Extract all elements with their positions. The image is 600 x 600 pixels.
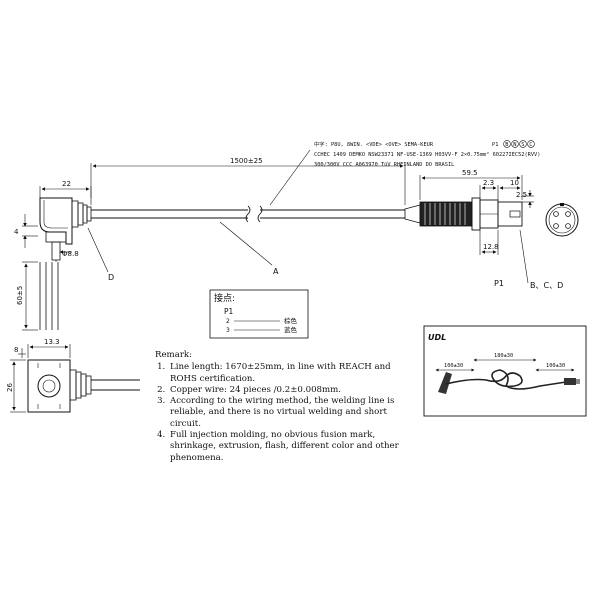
connector-front-view: [545, 203, 579, 237]
callout-p1: P1: [494, 279, 504, 288]
cert-circle-1: B: [505, 142, 508, 148]
marking-line-1-mark: P1: [492, 142, 498, 148]
remark-item-4: Full injection molding, no obvious fusio…: [168, 430, 415, 464]
cert-circle-3: S: [521, 142, 524, 148]
connection-title: 接点:: [214, 292, 235, 304]
connection-port: P1: [224, 307, 234, 316]
photo-dim-2: 180±30: [494, 353, 513, 359]
female-connector: [404, 197, 523, 231]
dim-front-height: 26: [6, 383, 14, 392]
cert-circle-4: C: [529, 142, 532, 148]
marking-leader: [269, 149, 311, 206]
connection-color-2: 蓝色: [284, 325, 298, 334]
dim-2-5: 2.5: [516, 191, 527, 199]
wire-leads: [39, 262, 59, 330]
remarks-list: Line length: 1670±25mm, in line with REA…: [155, 362, 415, 464]
dim-2-3: 2.3: [483, 179, 494, 187]
cable-side-view: [39, 197, 579, 330]
dim-pin-length: 60±5: [16, 286, 24, 305]
dim-front-small: 8: [14, 346, 18, 354]
callout-d: D: [108, 273, 114, 282]
dim-plug-length: 22: [62, 180, 71, 188]
connection-pin-2: 3: [226, 327, 230, 334]
marking-line-3: 300/300V CCC A063970 TüV RHEINLAND DO BR…: [314, 162, 454, 168]
marking-line-1: 中字: P8U, 8WIN. <VDE> <OVE> SEMA-KEUR: [314, 140, 434, 148]
photo-dim-3: 100±30: [546, 363, 565, 369]
cert-circle-2: N: [513, 142, 516, 148]
remarks-section: Remark: Line length: 1670±25mm, in line …: [155, 350, 415, 464]
dim-pin-dia: Φ8.8: [62, 250, 79, 258]
cable-body: [91, 205, 405, 223]
callout-a: A: [273, 267, 279, 276]
plug-front-view: 13.3 26 8: [6, 338, 140, 413]
dimension-labels: 1500±25 22 4 Φ8.8 60±5 59.5 2.3 10 2.5 1…: [14, 157, 527, 305]
marking-line-2: CCHEC 1409 DEMKO NSW23371 NF-USE-1369 H0…: [314, 151, 540, 158]
remark-item-2: Copper wire: 24 pieces /0.2±0.008mm.: [168, 385, 415, 396]
dim-plug-height: 4: [14, 228, 19, 236]
remarks-title: Remark:: [155, 350, 193, 360]
photo-dim-1: 100±30: [444, 363, 463, 369]
dim-front-width: 13.3: [44, 338, 60, 346]
remark-item-3: According to the wiring method, the weld…: [168, 396, 415, 430]
dim-12-8: 12.8: [483, 243, 499, 251]
callout-bcd: B、C、D: [530, 281, 563, 290]
dim-10: 10: [510, 179, 519, 187]
photo-tag: UDL: [428, 333, 446, 342]
connection-table: 接点: P1 2 棕色 3 蓝色: [209, 289, 309, 339]
callouts: A D P1 B、C、D: [108, 267, 563, 290]
remark-item-1: Line length: 1670±25mm, in line with REA…: [168, 362, 415, 385]
dimension-lines: [22, 163, 534, 331]
connection-pin-1: 2: [226, 318, 230, 325]
dim-total-length: 1500±25: [230, 157, 263, 165]
dim-connector-length: 59.5: [462, 169, 478, 177]
certification-circles: B N S C: [503, 140, 535, 148]
connection-color-1: 棕色: [284, 316, 298, 325]
product-photo-box: UDL 100±30 180±30 100±30: [423, 325, 587, 417]
